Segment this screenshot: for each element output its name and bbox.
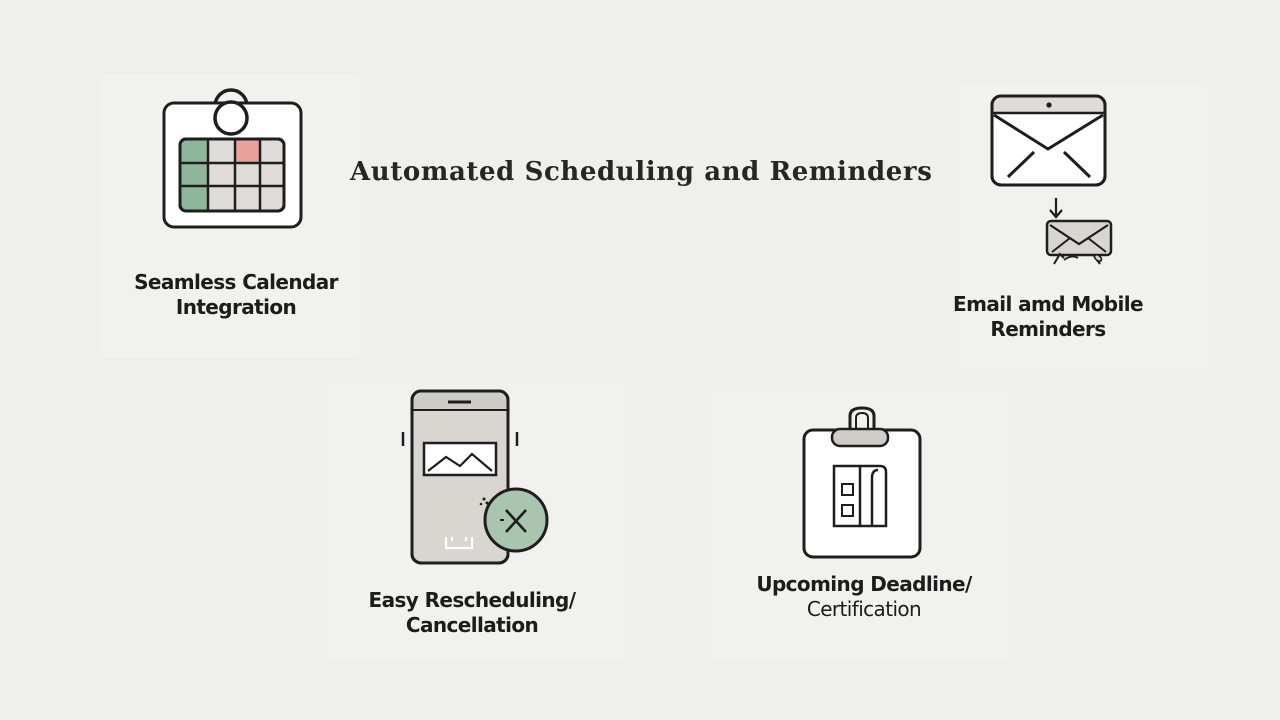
feature-label-phone: Easy Rescheduling/ Cancellation <box>368 588 577 637</box>
mini-envelope-icon <box>1044 218 1116 270</box>
feature-label-calendar: Seamless Calendar Integration <box>134 270 338 319</box>
clipboard-icon <box>800 404 926 562</box>
phone-icon <box>398 388 554 568</box>
calendar-icon <box>160 84 306 232</box>
feature-label-email: Email amd Mobile Reminders <box>953 292 1144 341</box>
envelope-icon <box>988 92 1118 268</box>
page-title: Automated Scheduling and Reminders <box>350 157 933 187</box>
feature-label-clipboard: Upcoming Deadline/ Certification <box>756 572 972 621</box>
